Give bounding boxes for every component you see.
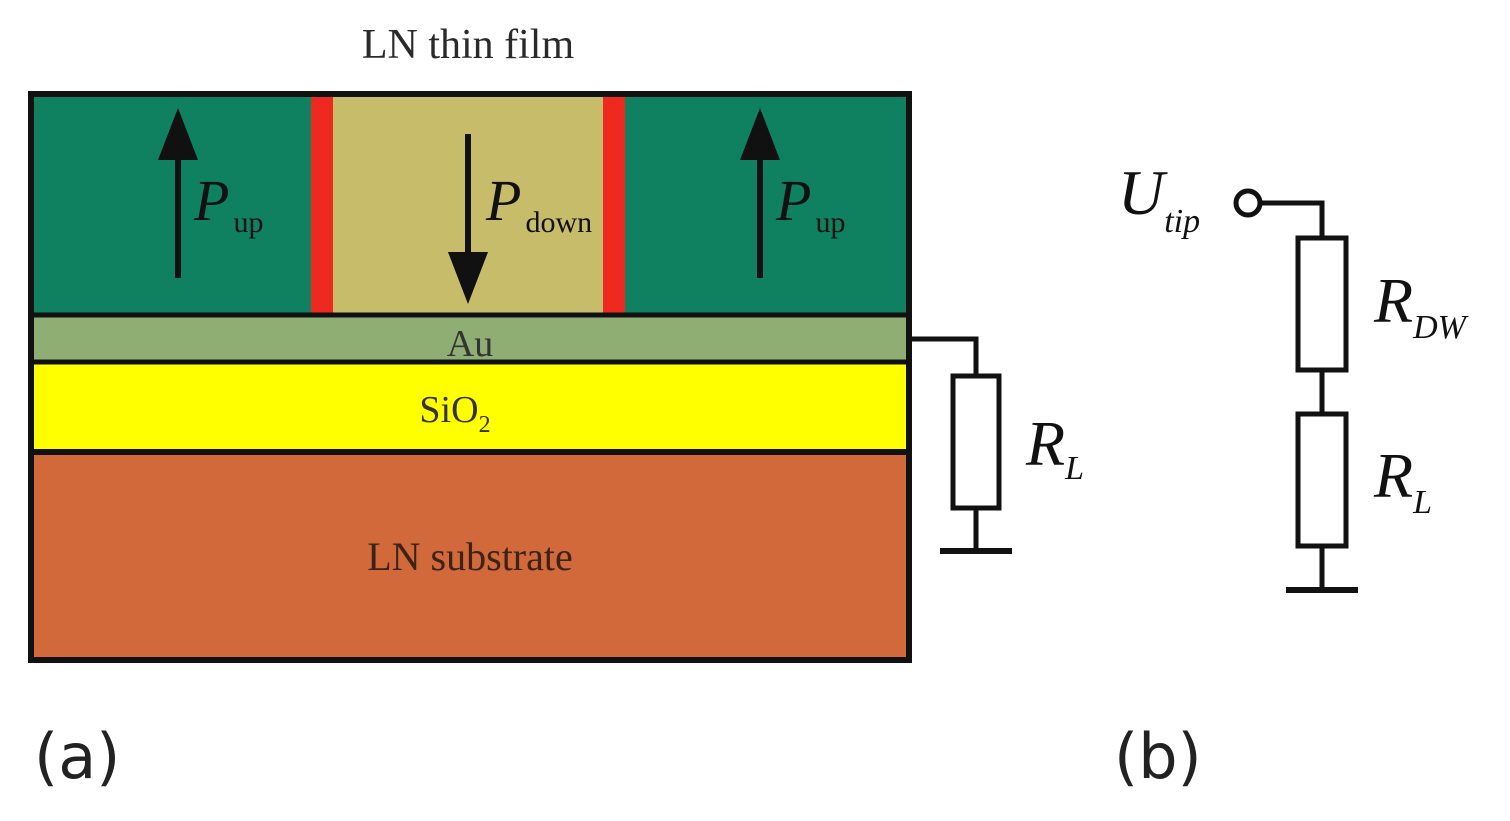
u-tip-sub: tip <box>1164 203 1200 240</box>
arrow-up-left-icon <box>158 108 198 278</box>
resistor-l-a-main: R <box>1025 408 1065 479</box>
thin-film-title: LN thin film <box>362 22 575 68</box>
substrate-layer <box>34 454 908 658</box>
au-layer <box>34 316 908 360</box>
wire-au-to-resistor <box>909 336 979 376</box>
tip-terminal-icon <box>1233 188 1263 218</box>
p-down-center-main: P <box>485 168 521 233</box>
sio2-subscript: 2 <box>479 412 491 438</box>
resistor-dw-label: RDW <box>1373 265 1469 346</box>
domain-wall-left <box>311 96 333 314</box>
wire-tip-to-rdw <box>1260 200 1325 238</box>
equivalent-circuit <box>1233 188 1358 593</box>
substrate-label: LN substrate <box>367 534 573 579</box>
resistor-dw-sub: DW <box>1412 309 1469 346</box>
resistor-dw-main: R <box>1373 265 1413 336</box>
panel-a-label: (a) <box>34 720 120 793</box>
panel-b-label: (b) <box>1114 720 1202 793</box>
resistor-l-b-label: RL <box>1373 440 1432 521</box>
layer-outlines <box>28 91 912 663</box>
domain-wall-right <box>603 96 625 314</box>
resistor-l-a-icon <box>950 373 1002 511</box>
p-up-right-sub: up <box>815 206 845 239</box>
p-up-left-sub: up <box>233 206 263 239</box>
load-circuit-a <box>909 336 1012 554</box>
arrow-up-right-icon <box>740 108 780 278</box>
resistor-l-b-main: R <box>1373 440 1413 511</box>
resistor-dw-icon <box>1295 235 1349 373</box>
p-up-left-main: P <box>193 168 229 233</box>
panel-b: Utip RDW RL (b) <box>1114 157 1469 793</box>
resistor-l-a-label: RL <box>1025 408 1084 487</box>
p-down-center-sub: down <box>525 206 592 239</box>
panel-a: LN thin film Au SiO2 LN substrate <box>28 22 1084 793</box>
resistor-l-a-sub: L <box>1064 450 1084 487</box>
resistor-l-b-sub: L <box>1412 484 1432 521</box>
arrow-down-center-icon <box>448 134 488 304</box>
sio2-main: SiO <box>419 389 478 431</box>
sio2-layer <box>34 364 908 450</box>
resistor-l-b-icon <box>1295 411 1349 549</box>
u-tip-main: U <box>1118 157 1168 228</box>
p-up-right-main: P <box>775 168 811 233</box>
sio2-label: SiO2 <box>419 389 490 438</box>
u-tip-label: Utip <box>1118 157 1200 240</box>
au-label: Au <box>447 323 493 365</box>
